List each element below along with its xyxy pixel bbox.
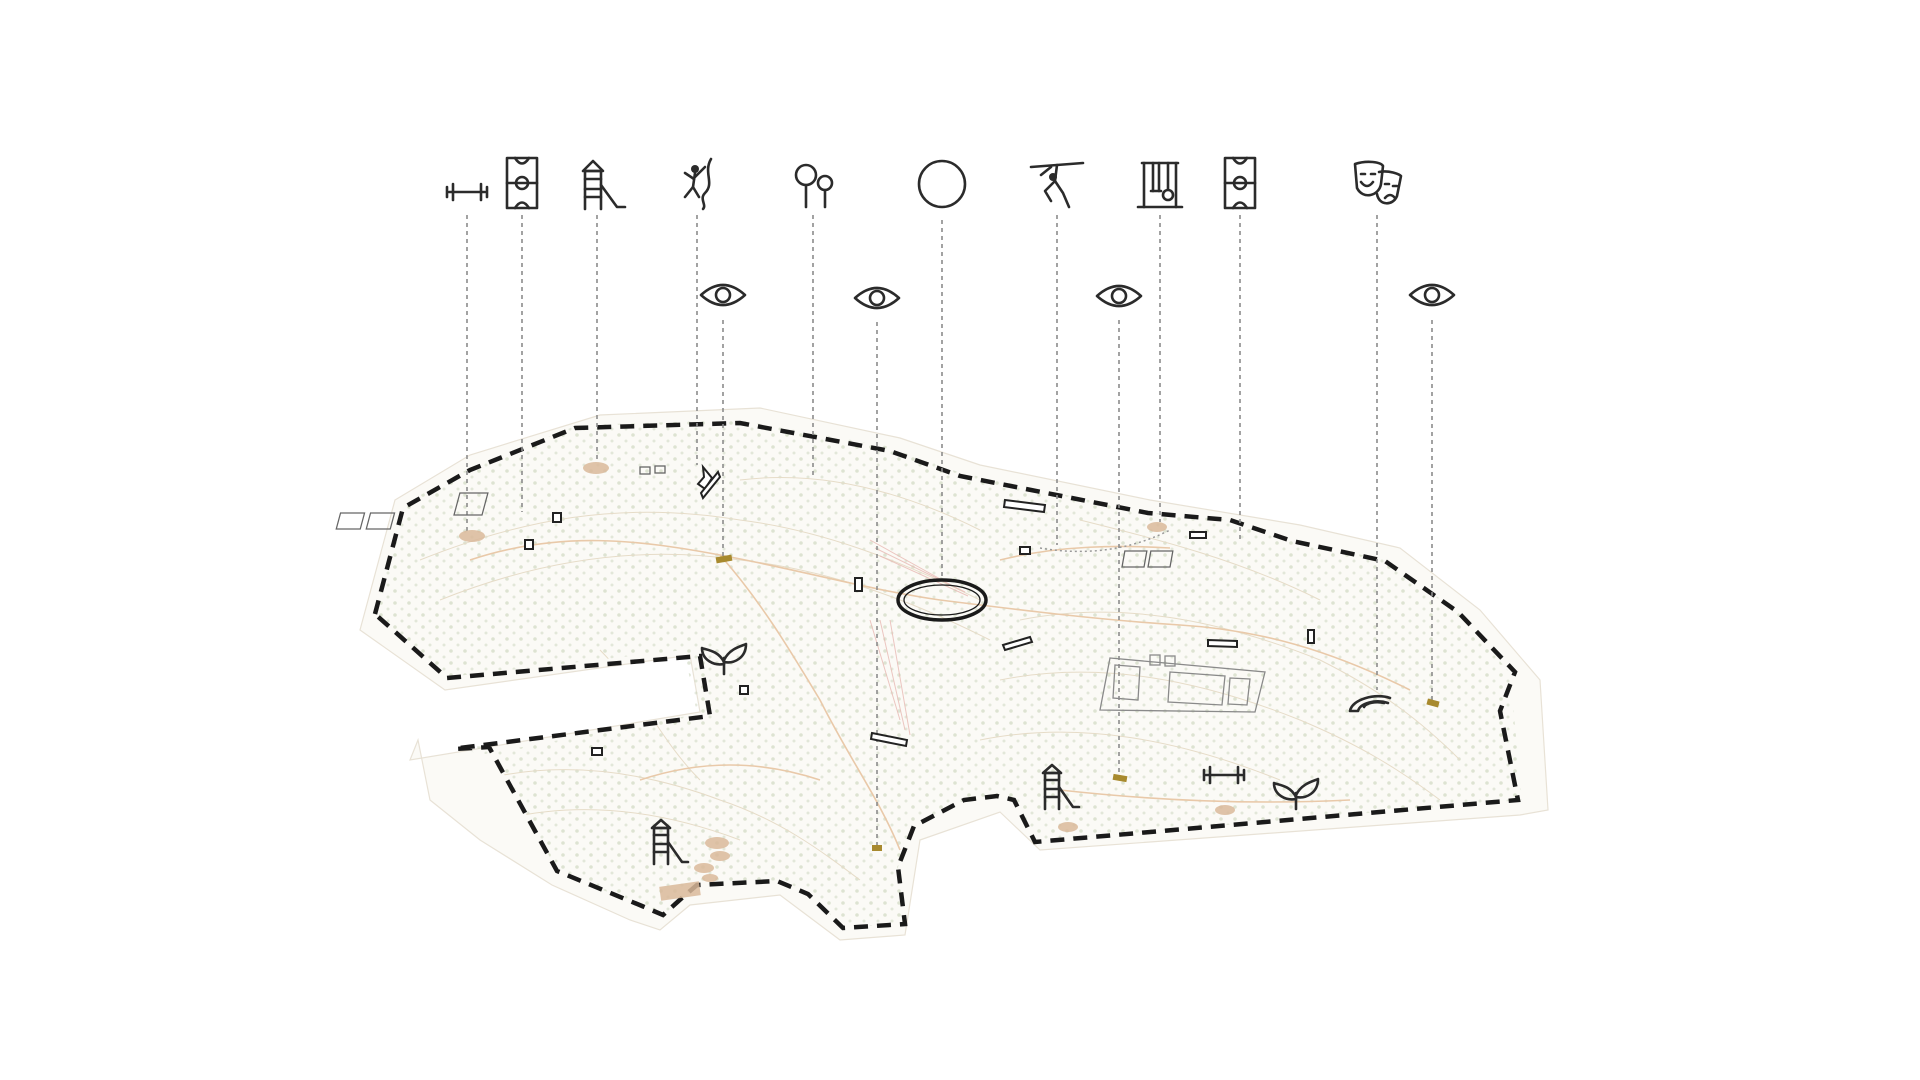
sports-court-icon [1223,156,1257,210]
playground-slide-tower-icon [581,159,627,211]
viewpoint-marker [1112,773,1128,783]
benches [524,463,1315,756]
eye-icon [853,286,901,310]
sports-court-pair [335,465,1174,568]
fitness-dumbbell-icon [1202,765,1246,785]
building-complex [1099,654,1266,713]
zipline-route [1039,529,1171,553]
theatre-masks-icon [1353,160,1403,205]
fitness-pad [459,530,485,542]
viewpoint-markers [715,554,1440,851]
central-slope [869,539,969,736]
playground-slide-tower-icon [1041,763,1081,811]
fitness-pad [1215,805,1235,815]
trees-icon [794,163,834,209]
viewpoint-marker [715,554,733,564]
play-pads-cluster [659,837,730,901]
viewpoint-icons [699,283,1456,310]
playground-pad [1058,822,1078,832]
playground-pad [583,462,609,474]
eye-icon [1095,284,1143,308]
viewpoint-marker [1426,698,1440,708]
site-features [335,462,1440,901]
central-circle-icon [917,159,967,209]
amphitheatre-icon [1348,694,1392,713]
viewpoint-marker [872,845,882,851]
central-stage-ring [896,578,988,622]
swing-set-icon [1136,161,1184,209]
fitness-dumbbell-icon [445,182,489,202]
eye-icon [699,283,747,307]
sports-court-icon [505,156,539,210]
climbing-wall-object [699,470,722,500]
top-icon-row [445,156,1403,211]
playground-slide-tower-icon [650,818,690,866]
sprout-icon [700,642,748,676]
map-icons [650,642,1392,866]
sprout-icon [1272,777,1320,811]
zipline-icon [1029,161,1085,209]
swing-pad [1147,522,1167,532]
eye-icon [1408,283,1456,307]
site-boundary [372,420,1521,931]
contours [419,476,1461,881]
paths [469,539,1411,851]
leader-lines [466,215,1433,845]
climbing-wall-icon [683,157,713,211]
terrain [359,407,1549,941]
